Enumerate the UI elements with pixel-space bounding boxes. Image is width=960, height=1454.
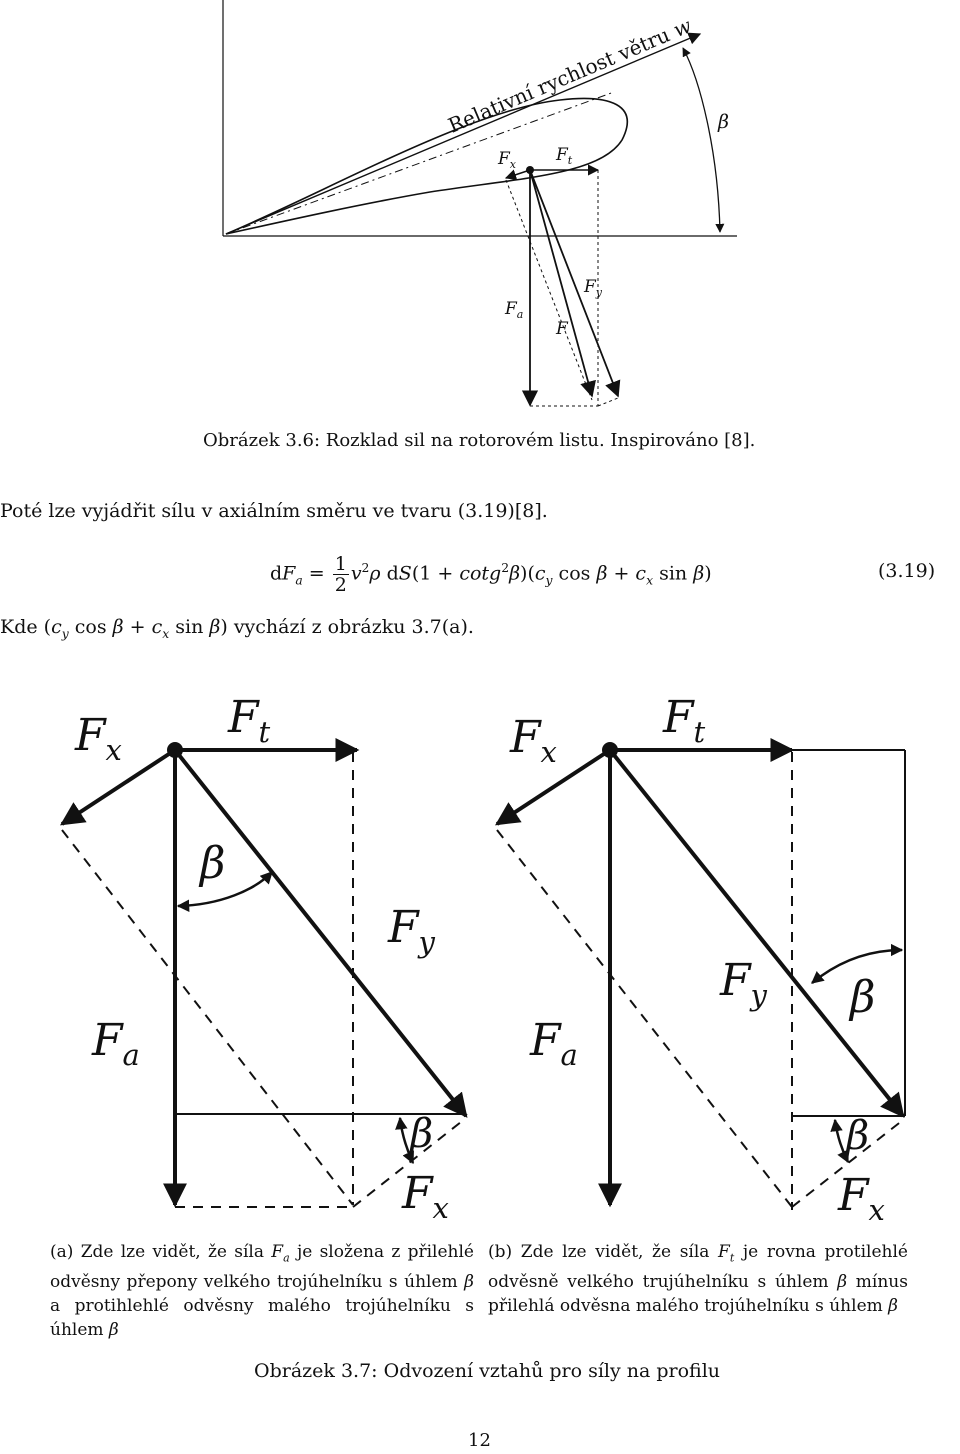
ft-label-a: Ft	[227, 692, 271, 749]
equation-3-19: dFa = 1 2 v2ρ dS(1 + cotg2β)(cy cos β + …	[270, 553, 712, 596]
airfoil-profile	[225, 97, 628, 235]
beta-label-b: β	[848, 972, 875, 1023]
fa-label: Fa	[504, 299, 523, 321]
dashed-line-b	[791, 1119, 904, 1208]
beta-arc-small-a	[395, 1116, 415, 1165]
intro-paragraph: Poté lze vyjádřit sílu v axiálním směru …	[0, 500, 548, 522]
beta-arc-small-b	[830, 1118, 850, 1164]
subcaption-b: (b) Zde lze vidět, že síla Ft je rovna p…	[488, 1242, 908, 1317]
kde-sentence: Kde (cy cos β + cx sin β) vychází z obrá…	[0, 616, 474, 641]
figure-3-6-caption: Obrázek 3.6: Rozklad sil na rotorovém li…	[203, 430, 756, 451]
fy-label: Fy	[583, 277, 603, 299]
subfigure-b: Fx Ft Fy β Fa β Fx	[494, 692, 906, 1227]
chord-line	[225, 91, 615, 235]
fy-arrow-b	[608, 748, 905, 1118]
construction-line	[505, 179, 593, 401]
beta-label-small-a: β	[408, 1111, 433, 1157]
fa-label-b: Fa	[529, 1015, 578, 1072]
page-number: 12	[468, 1430, 491, 1451]
origin-point-b	[602, 742, 618, 758]
beta-angle-arc	[682, 47, 725, 233]
ft-label: Ft	[555, 145, 573, 167]
beta-arc-b	[811, 943, 904, 984]
beta-label-a: β	[198, 838, 225, 889]
subcaption-a: (a) Zde lze vidět, že síla Fa je složena…	[50, 1242, 474, 1341]
wind-direction-line	[225, 32, 702, 235]
figure-3-7-caption: Obrázek 3.7: Odvození vztahů pro síly na…	[254, 1360, 721, 1382]
figure-3-6: β Relativní rychlost větru w Fx Ft Fy Fa…	[222, 0, 737, 407]
beta-label-small-b: β	[844, 1113, 869, 1159]
fy-arrow	[529, 169, 621, 398]
origin-point-a	[167, 742, 183, 758]
fy-label-a: Fy	[387, 902, 436, 959]
beta-arc-a	[176, 871, 273, 912]
fx-arrow	[504, 169, 531, 181]
fx-label-bottom-a: Fx	[401, 1168, 449, 1225]
fx-arrow-b	[494, 748, 612, 826]
dashed-line-a	[352, 1117, 467, 1208]
subfigure-a: Fx Ft β Fy Fa β Fx	[59, 692, 468, 1225]
construction-line	[597, 397, 619, 407]
fx-arrow-a	[59, 748, 177, 826]
fx-label-bottom-b: Fx	[837, 1170, 885, 1227]
f-label: F	[555, 319, 569, 339]
dashed-line-a	[61, 829, 354, 1206]
beta-label: β	[717, 111, 729, 133]
wind-label: Relativní rychlost větru w	[445, 13, 695, 137]
f-arrow	[529, 169, 596, 398]
equation-number: (3.19)	[878, 560, 936, 582]
fx-label-b: Fx	[509, 712, 557, 769]
fy-label-b: Fy	[719, 955, 768, 1012]
fx-label: Fx	[497, 149, 517, 171]
ft-label-b: Ft	[662, 692, 706, 749]
dashed-line-b	[496, 829, 793, 1208]
fy-arrow-a	[173, 748, 468, 1118]
fa-label-a: Fa	[91, 1015, 140, 1072]
fx-label-a: Fx	[74, 710, 122, 767]
